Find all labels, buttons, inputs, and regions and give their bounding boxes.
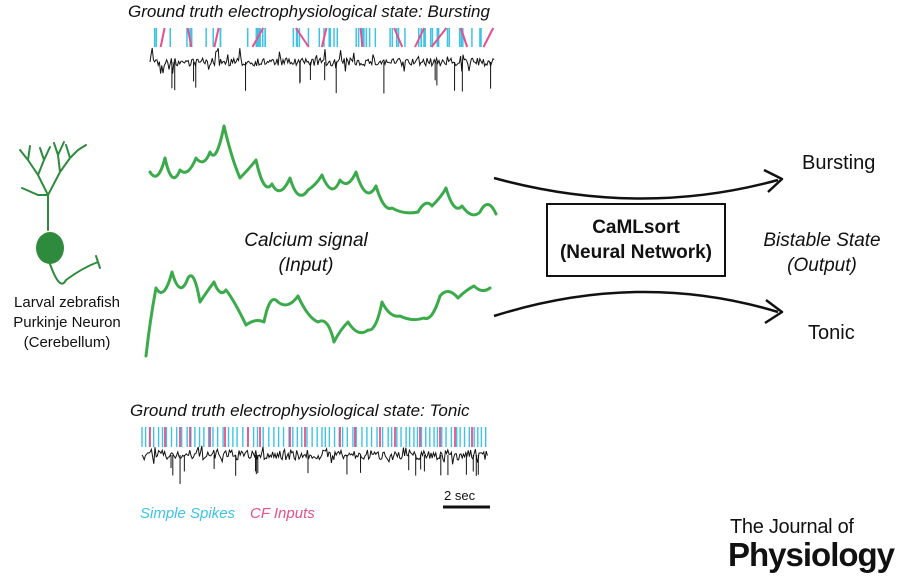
arrow-to-tonic (493, 290, 784, 325)
output-label-line: (Output) (787, 255, 857, 276)
output-state-tonic: Tonic (808, 322, 855, 344)
ephys-waveform (141, 445, 488, 465)
cf-input-mark (295, 27, 310, 48)
cf-input-mark (393, 27, 404, 48)
purkinje-neuron-icon (19, 141, 101, 285)
bursting-spike-raster (153, 27, 495, 48)
cf-input-mark (414, 27, 426, 48)
neuron-caption-line: (Cerebellum) (23, 334, 111, 351)
cf-input-mark (359, 27, 364, 48)
bursting-ephys-trace (149, 47, 495, 94)
scale-bar-label: 2 sec (444, 488, 476, 503)
cf-input-mark (320, 27, 328, 48)
tonic-spike-raster (141, 427, 487, 447)
cf-input-mark (186, 27, 193, 48)
neuron-caption-line: Purkinje Neuron (13, 314, 121, 331)
model-name: CaMLsort (592, 217, 680, 238)
ephys-waveform (149, 47, 495, 74)
input-label-line: Calcium signal (244, 230, 368, 251)
cf-input-mark (482, 27, 495, 48)
output-label: Bistable State (Output) (752, 228, 892, 278)
tonic-ephys-trace (141, 445, 488, 484)
legend-cf-inputs: CF Inputs (250, 505, 315, 522)
journal-name-line1: The Journal of (730, 516, 854, 538)
cf-input-mark (251, 27, 265, 48)
bursting-recording-title: Ground truth electrophysiological state:… (128, 2, 490, 21)
neuron-caption-line: Larval zebrafish (14, 294, 120, 311)
cf-input-mark (213, 27, 220, 48)
cf-input-mark (459, 27, 469, 48)
calcium-trace-bursting (148, 124, 498, 217)
camlsort-model-box: CaMLsort (Neural Network) (546, 203, 726, 277)
model-type: (Neural Network) (559, 242, 713, 263)
neuron-caption: Larval zebrafish Purkinje Neuron (Cerebe… (0, 293, 142, 353)
output-label-line: Bistable State (763, 230, 881, 251)
input-label-line: (Input) (278, 255, 334, 276)
journal-name-line2: Physiology (728, 536, 895, 573)
cf-input-mark (159, 27, 166, 48)
calcium-trace-tonic (144, 270, 492, 358)
arrow-to-bursting (493, 168, 784, 200)
cf-input-mark (430, 27, 448, 48)
input-label: Calcium signal (Input) (226, 228, 386, 278)
legend-simple-spikes: Simple Spikes (140, 505, 236, 522)
tonic-recording-title: Ground truth electrophysiological state:… (130, 401, 470, 420)
output-state-bursting: Bursting (802, 152, 876, 174)
